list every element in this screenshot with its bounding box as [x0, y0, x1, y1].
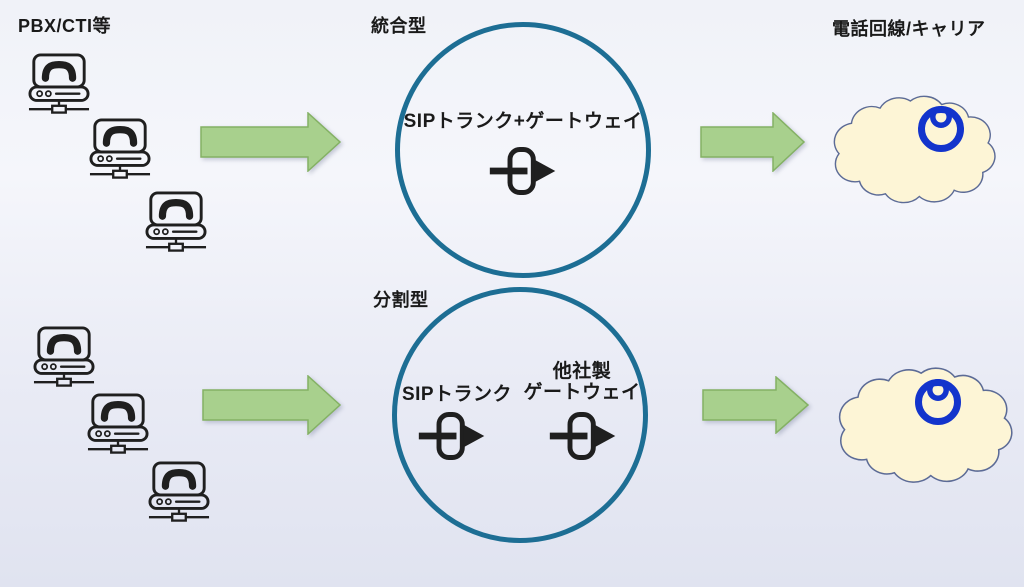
integrated-circle: [395, 22, 651, 278]
phone-terminal-icon: [26, 53, 92, 115]
split-type-label: 分割型: [373, 290, 429, 310]
pbx-cti-label: PBX/CTI等: [18, 16, 112, 36]
split-circle: [392, 287, 648, 543]
ntt-logo-icon: [916, 103, 966, 153]
other-gateway-label-line1: 他社製: [552, 361, 612, 382]
block-arrow-right-icon: [202, 375, 342, 435]
gateway-icon: [417, 410, 487, 462]
phone-terminal-icon: [143, 191, 209, 253]
block-arrow-right-icon: [200, 112, 342, 172]
gateway-icon: [548, 410, 618, 462]
other-gateway-label: 他社製 ゲートウェイ: [512, 361, 652, 403]
ntt-logo-icon: [913, 376, 963, 426]
phone-terminal-icon: [87, 118, 153, 180]
integrated-type-label: 統合型: [371, 16, 427, 36]
other-gateway-label-line2: ゲートウェイ: [523, 382, 641, 403]
phone-terminal-icon: [146, 461, 212, 523]
phone-terminal-icon: [85, 393, 151, 455]
phone-terminal-icon: [31, 326, 97, 388]
block-arrow-right-icon: [700, 112, 806, 172]
cloud-shape: [838, 367, 1013, 483]
cloud-shape: [833, 95, 996, 204]
integrated-content-label: SIPトランク+ゲートウェイ: [403, 111, 643, 132]
block-arrow-right-icon: [702, 376, 810, 434]
gateway-icon: [488, 145, 558, 197]
carrier-label: 電話回線/キャリア: [832, 19, 986, 39]
sip-trunk-label: SIPトランク: [401, 384, 513, 405]
